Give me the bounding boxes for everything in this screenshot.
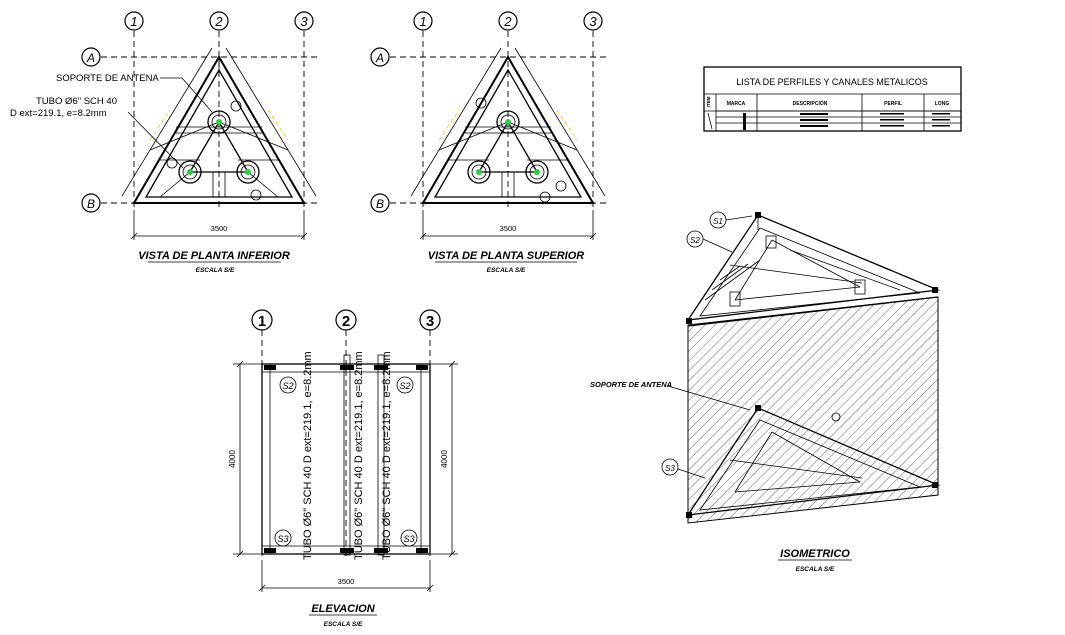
grid-label-rowA: A (86, 51, 95, 65)
grid-label-col3-superior: 3 (589, 14, 597, 29)
grid-bubble-rowB-superior: B (370, 193, 390, 213)
table-header-item: ITEM (706, 96, 711, 107)
isometric-scale: ESCALA S/E (796, 566, 835, 573)
grid-bubble-rowA-superior: A (370, 47, 390, 67)
tag-s2-left: S2 (279, 376, 297, 394)
elevation-tube-label-1: TUBO Ø6" SCH 40 D ext=219.1, e=8.2mm (302, 351, 314, 560)
grid-label-col2-elev: 2 (342, 313, 350, 330)
tag-s2-right: S2 (396, 376, 414, 394)
grid-label-col2-superior: 2 (503, 14, 512, 29)
grid-bubble-col1: 1 (124, 11, 144, 31)
grid-bubble-rowA: A (81, 47, 101, 67)
inner-bracing (149, 121, 289, 198)
plan-superior-scale: ESCALA S/E (487, 267, 526, 274)
iso-tag-s1: S1 (709, 211, 753, 229)
antenna-support-tubes-superior (467, 97, 567, 203)
grid-label-col1: 1 (130, 14, 137, 29)
grid-label-col1-superior: 1 (419, 14, 426, 29)
elevation-title: ELEVACION (311, 603, 375, 615)
plan-inferior-dimension-value: 3500 (211, 224, 228, 233)
elevation-view: 1 2 3 (228, 309, 458, 628)
tag-s3-left: S3 (274, 529, 292, 547)
plan-inferior-annotations: SOPORTE DE ANTENA TUBO Ø6" SCH 40 D ext=… (10, 73, 213, 169)
grid-bubble-col1-superior: 1 (413, 11, 433, 31)
table-header-marca: MARCA (727, 101, 746, 107)
triangle-frame-superior (410, 47, 606, 204)
inner-bracing-superior (438, 121, 578, 197)
elevation-height-left: 4000 (228, 450, 237, 468)
elevation-height-right: 4000 (440, 450, 449, 468)
table-header-long: LONG (935, 101, 950, 107)
isometric-title: ISOMETRICO (780, 548, 850, 560)
grid-bubble-col2-elev: 2 (335, 309, 357, 331)
elevation-width-value: 3500 (338, 577, 355, 586)
iso-tag-s2: S2 (686, 230, 733, 253)
grid-label-rowB: B (87, 197, 95, 211)
tag-s3-right: S3 (400, 529, 418, 547)
grid-label-col1-elev: 1 (258, 313, 266, 330)
iso-tag-s3-text: S3 (665, 464, 675, 473)
tag-s3-left-text: S3 (277, 534, 288, 544)
grid-label-col3-elev: 3 (426, 313, 434, 330)
tag-s2-right-text: S2 (399, 381, 410, 391)
elevation-tube-label-2: TUBO Ø6" SCH 40 D ext=219.1, e=8.2mm (353, 351, 365, 560)
elevation-tube-label-3: TUBO Ø6" SCH 40 D ext=219.1, e=8.2mm (381, 351, 393, 560)
tag-s2-left-text: S2 (282, 381, 293, 391)
table-header-descripcion: DESCRIPCIÓN (793, 99, 828, 107)
grid-label-rowB-superior: B (376, 197, 384, 211)
grid-bubble-col3: 3 (294, 11, 314, 31)
grid-bubble-col1-elev: 1 (251, 309, 273, 331)
iso-tag-s3: S3 (661, 458, 706, 479)
tube-spec-line2: D ext=219.1, e=8.2mm (10, 108, 107, 119)
plan-inferior-view: 1 2 3 A B (10, 11, 318, 274)
plan-superior-view: 1 2 3 A B (370, 11, 607, 274)
elevation-scale: ESCALA S/E (324, 621, 363, 628)
profiles-table: LISTA DE PERFILES Y CANALES METALICOS IT… (703, 66, 962, 132)
iso-tag-s1-text: S1 (713, 217, 723, 226)
isometric-bottom-frame (686, 405, 941, 518)
grid-bubble-rowB: B (81, 193, 101, 213)
plan-inferior-dimension: 3500 (130, 210, 308, 240)
iso-tag-s2-text: S2 (690, 236, 700, 245)
grid-label-col2: 2 (214, 14, 223, 29)
isometric-view: S1 S2 S3 SOPORTE DE ANTENA ISOMETRICO ES… (590, 211, 941, 573)
grid-bubble-col3-elev: 3 (419, 309, 441, 331)
antenna-support-label: SOPORTE DE ANTENA (56, 73, 159, 84)
iso-antenna-leader (667, 385, 751, 411)
plan-inferior-title: VISTA DE PLANTA INFERIOR (138, 250, 290, 262)
grid-label-col3: 3 (300, 14, 308, 29)
elevation-frame (233, 354, 458, 556)
table-header-perfil: PERFIL (884, 101, 902, 107)
tag-s3-right-text: S3 (403, 534, 414, 544)
isometric-top-frame (686, 212, 941, 327)
antenna-support-tubes (166, 100, 262, 201)
iso-antenna-support-label: SOPORTE DE ANTENA (590, 380, 672, 389)
grid-label-rowA-superior: A (375, 51, 384, 65)
grid-bubble-col2-superior: 2 (498, 11, 518, 31)
grid-bubble-col3-superior: 3 (583, 11, 603, 31)
plan-superior-title: VISTA DE PLANTA SUPERIOR (428, 250, 585, 262)
triangle-frame (121, 47, 317, 204)
grid-bubble-col2: 2 (209, 11, 229, 31)
elevation-dimensions: 4000 4000 3500 (228, 360, 456, 592)
plan-superior-dimension-value: 3500 (500, 224, 517, 233)
plan-superior-dimension: 3500 (419, 210, 597, 240)
tube-spec-line1: TUBO Ø6" SCH 40 (36, 96, 117, 107)
table-title: LISTA DE PERFILES Y CANALES METALICOS (736, 77, 927, 87)
table-rows-illegible (707, 112, 950, 130)
plan-inferior-scale: ESCALA S/E (196, 267, 235, 274)
